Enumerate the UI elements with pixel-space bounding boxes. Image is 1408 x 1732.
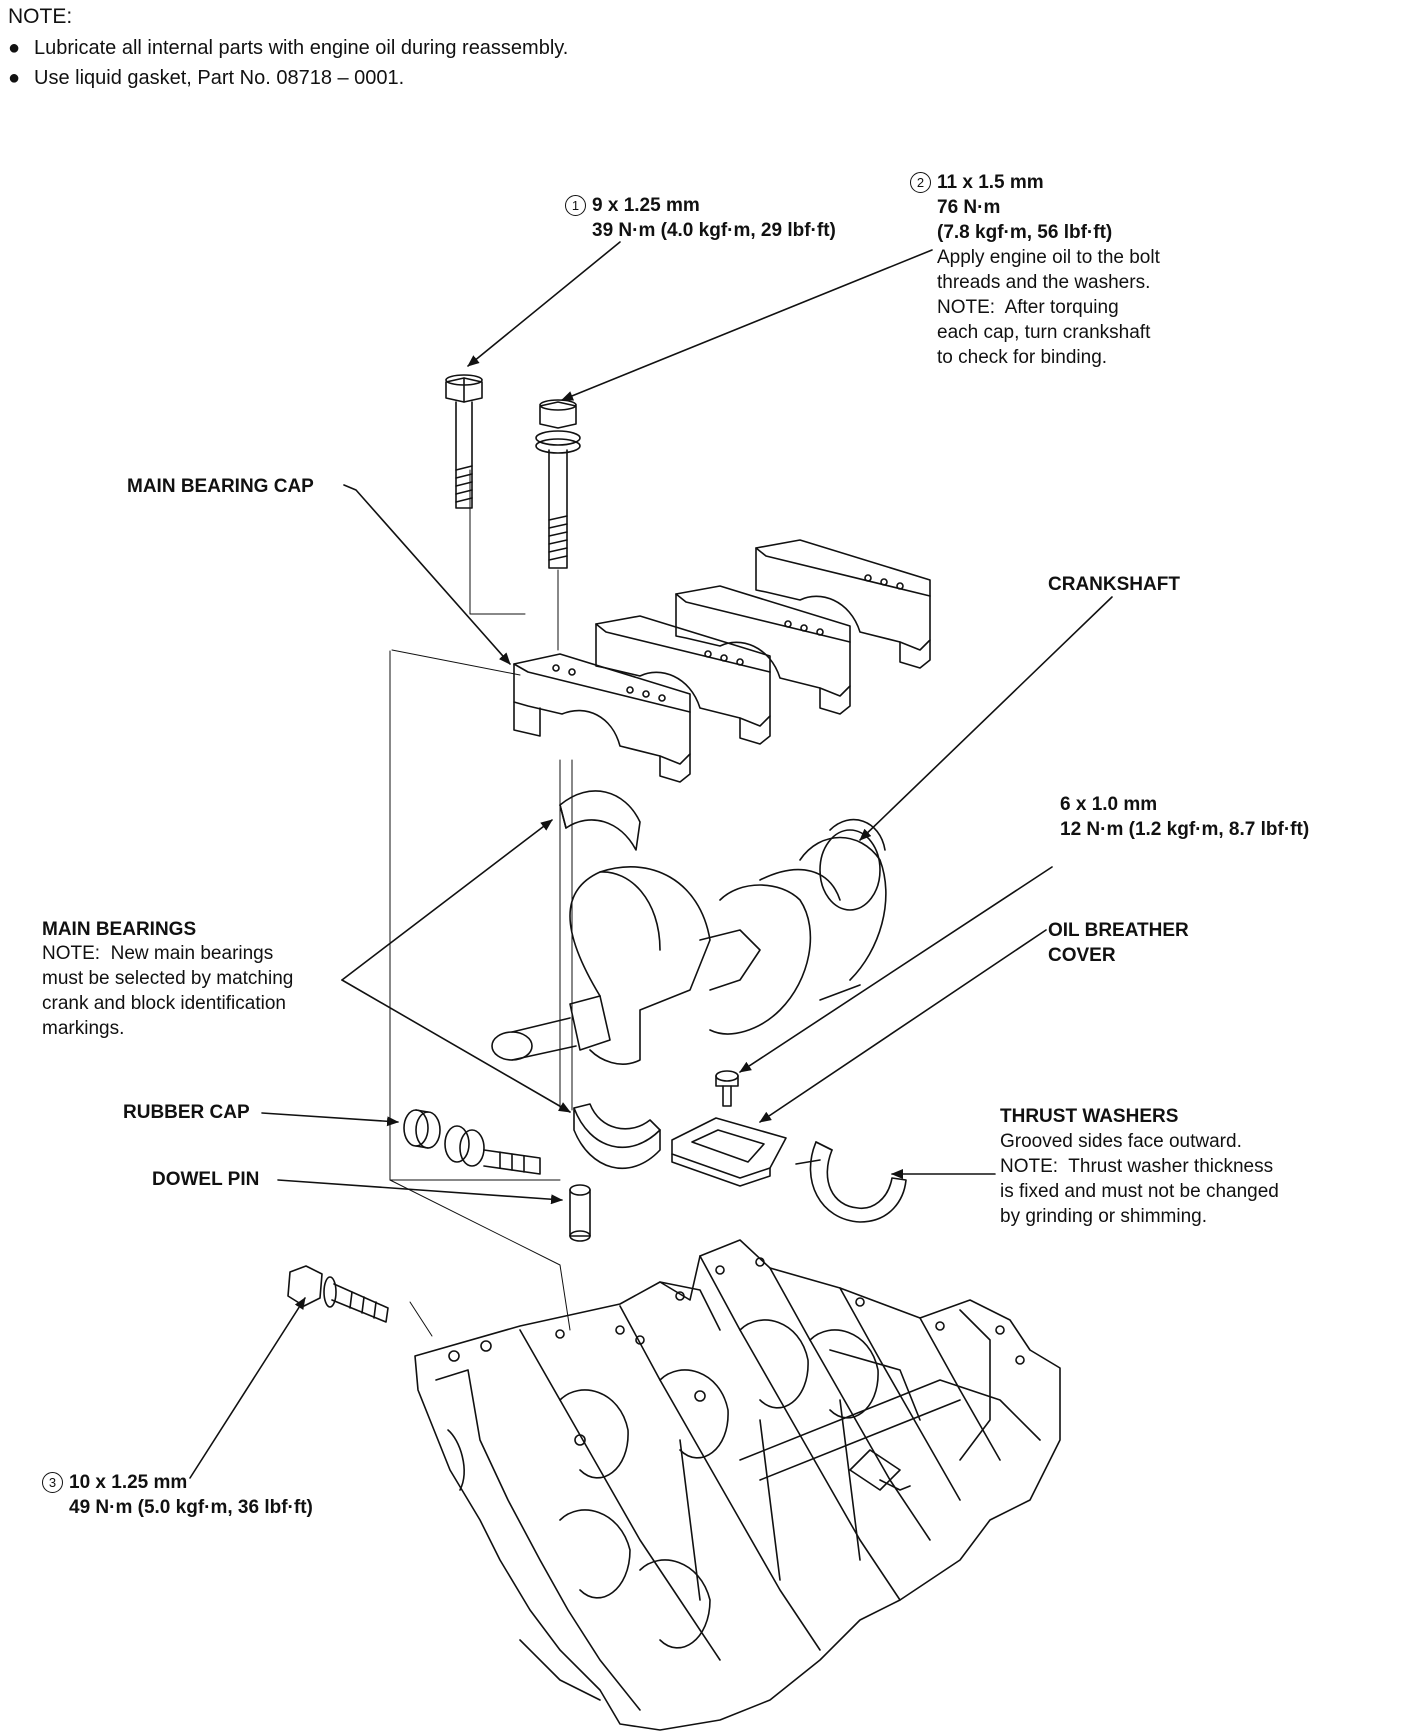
bolt2-note-line: threads and the washers.: [937, 272, 1151, 293]
lower-main-bearing-icon: [573, 1103, 661, 1170]
thrust-washers-icon: [795, 1141, 907, 1223]
main-bearings-note-line: must be selected by matching: [42, 968, 294, 989]
thrust-washers-note-line: Grooved sides face outward.: [1000, 1131, 1242, 1152]
main-bearing-cap-mid-icon: [675, 585, 851, 715]
small-bolt-torque: 12 N·m (1.2 kgf·m, 8.7 lbf·ft): [1060, 819, 1310, 840]
bolt2-note-line: each cap, turn crankshaft: [937, 322, 1151, 343]
bolt2-note-line: Apply engine oil to the bolt: [937, 247, 1160, 268]
callout-number-2-icon: 2: [910, 172, 931, 193]
rubber-cap-icon: [403, 1109, 541, 1175]
main-bearing-cap-front-icon: [513, 653, 691, 783]
label-main-bearings: MAIN BEARINGS: [42, 919, 197, 940]
bolt3-torque: 49 N·m (5.0 kgf·m, 36 lbf·ft): [69, 1497, 313, 1518]
thrust-washers-note-line: NOTE: Thrust washer thickness: [1000, 1156, 1274, 1177]
bolt2-note-line: NOTE: After torquing: [937, 297, 1119, 318]
bolt-1-icon: [445, 374, 483, 509]
note-bullet-2: ● Use liquid gasket, Part No. 08718 – 000…: [8, 66, 404, 91]
main-bearings-note-line: markings.: [42, 1018, 125, 1039]
bolt-3-icon: [287, 1265, 389, 1323]
label-oil-breather-cover-line2: COVER: [1048, 945, 1116, 966]
dowel-pin-icon: [569, 1184, 591, 1242]
note-bullet-2-text: Use liquid gasket, Part No. 08718 – 0001…: [34, 67, 405, 89]
label-main-bearing-cap: MAIN BEARING CAP: [127, 476, 314, 497]
label-rubber-cap: RUBBER CAP: [123, 1102, 250, 1123]
leader-lines: [189, 241, 1113, 1479]
bolt-2-icon: [535, 399, 581, 569]
callout-number-3-icon: 3: [42, 1472, 63, 1493]
label-dowel-pin: DOWEL PIN: [152, 1169, 260, 1190]
label-thrust-washers: THRUST WASHERS: [1000, 1106, 1179, 1127]
bullet-dot-icon: ●: [8, 37, 21, 59]
label-oil-breather-cover: OIL BREATHER: [1048, 920, 1189, 941]
upper-main-bearing-icon: [559, 790, 641, 851]
bolt2-torque-nm: 76 N·m: [937, 197, 1001, 218]
thrust-washers-note-line: is fixed and must not be changed: [1000, 1181, 1279, 1202]
small-bolt-icon: [715, 1070, 739, 1107]
alignment-lines: [389, 469, 573, 1337]
main-bearings-note-line: crank and block identification: [42, 993, 286, 1014]
engine-block-icon: [414, 1239, 1061, 1731]
note-bullet-1-text: Lubricate all internal parts with engine…: [34, 37, 569, 59]
thrust-washers-note-line: by grinding or shimming.: [1000, 1206, 1207, 1227]
main-bearing-cap-third-icon: [595, 615, 771, 745]
main-bearing-cap-back-icon: [755, 539, 931, 669]
note-heading: NOTE:: [8, 5, 73, 28]
oil-breather-cover-icon: [671, 1117, 787, 1187]
bolt1-torque: 39 N·m (4.0 kgf·m, 29 lbf·ft): [592, 220, 836, 241]
callout-number-1-icon: 1: [565, 195, 586, 216]
main-bearings-note-line: NOTE: New main bearings: [42, 943, 274, 964]
bolt2-torque-alt: (7.8 kgf·m, 56 lbf·ft): [937, 222, 1113, 243]
bolt2-note-line: to check for binding.: [937, 347, 1108, 368]
bullet-dot-icon: ●: [8, 67, 21, 89]
label-crankshaft: CRANKSHAFT: [1048, 574, 1180, 595]
crankshaft-icon: [491, 818, 887, 1065]
note-bullet-1: ● Lubricate all internal parts with engin…: [8, 36, 568, 61]
small-bolt-size: 6 x 1.0 mm: [1060, 794, 1158, 815]
